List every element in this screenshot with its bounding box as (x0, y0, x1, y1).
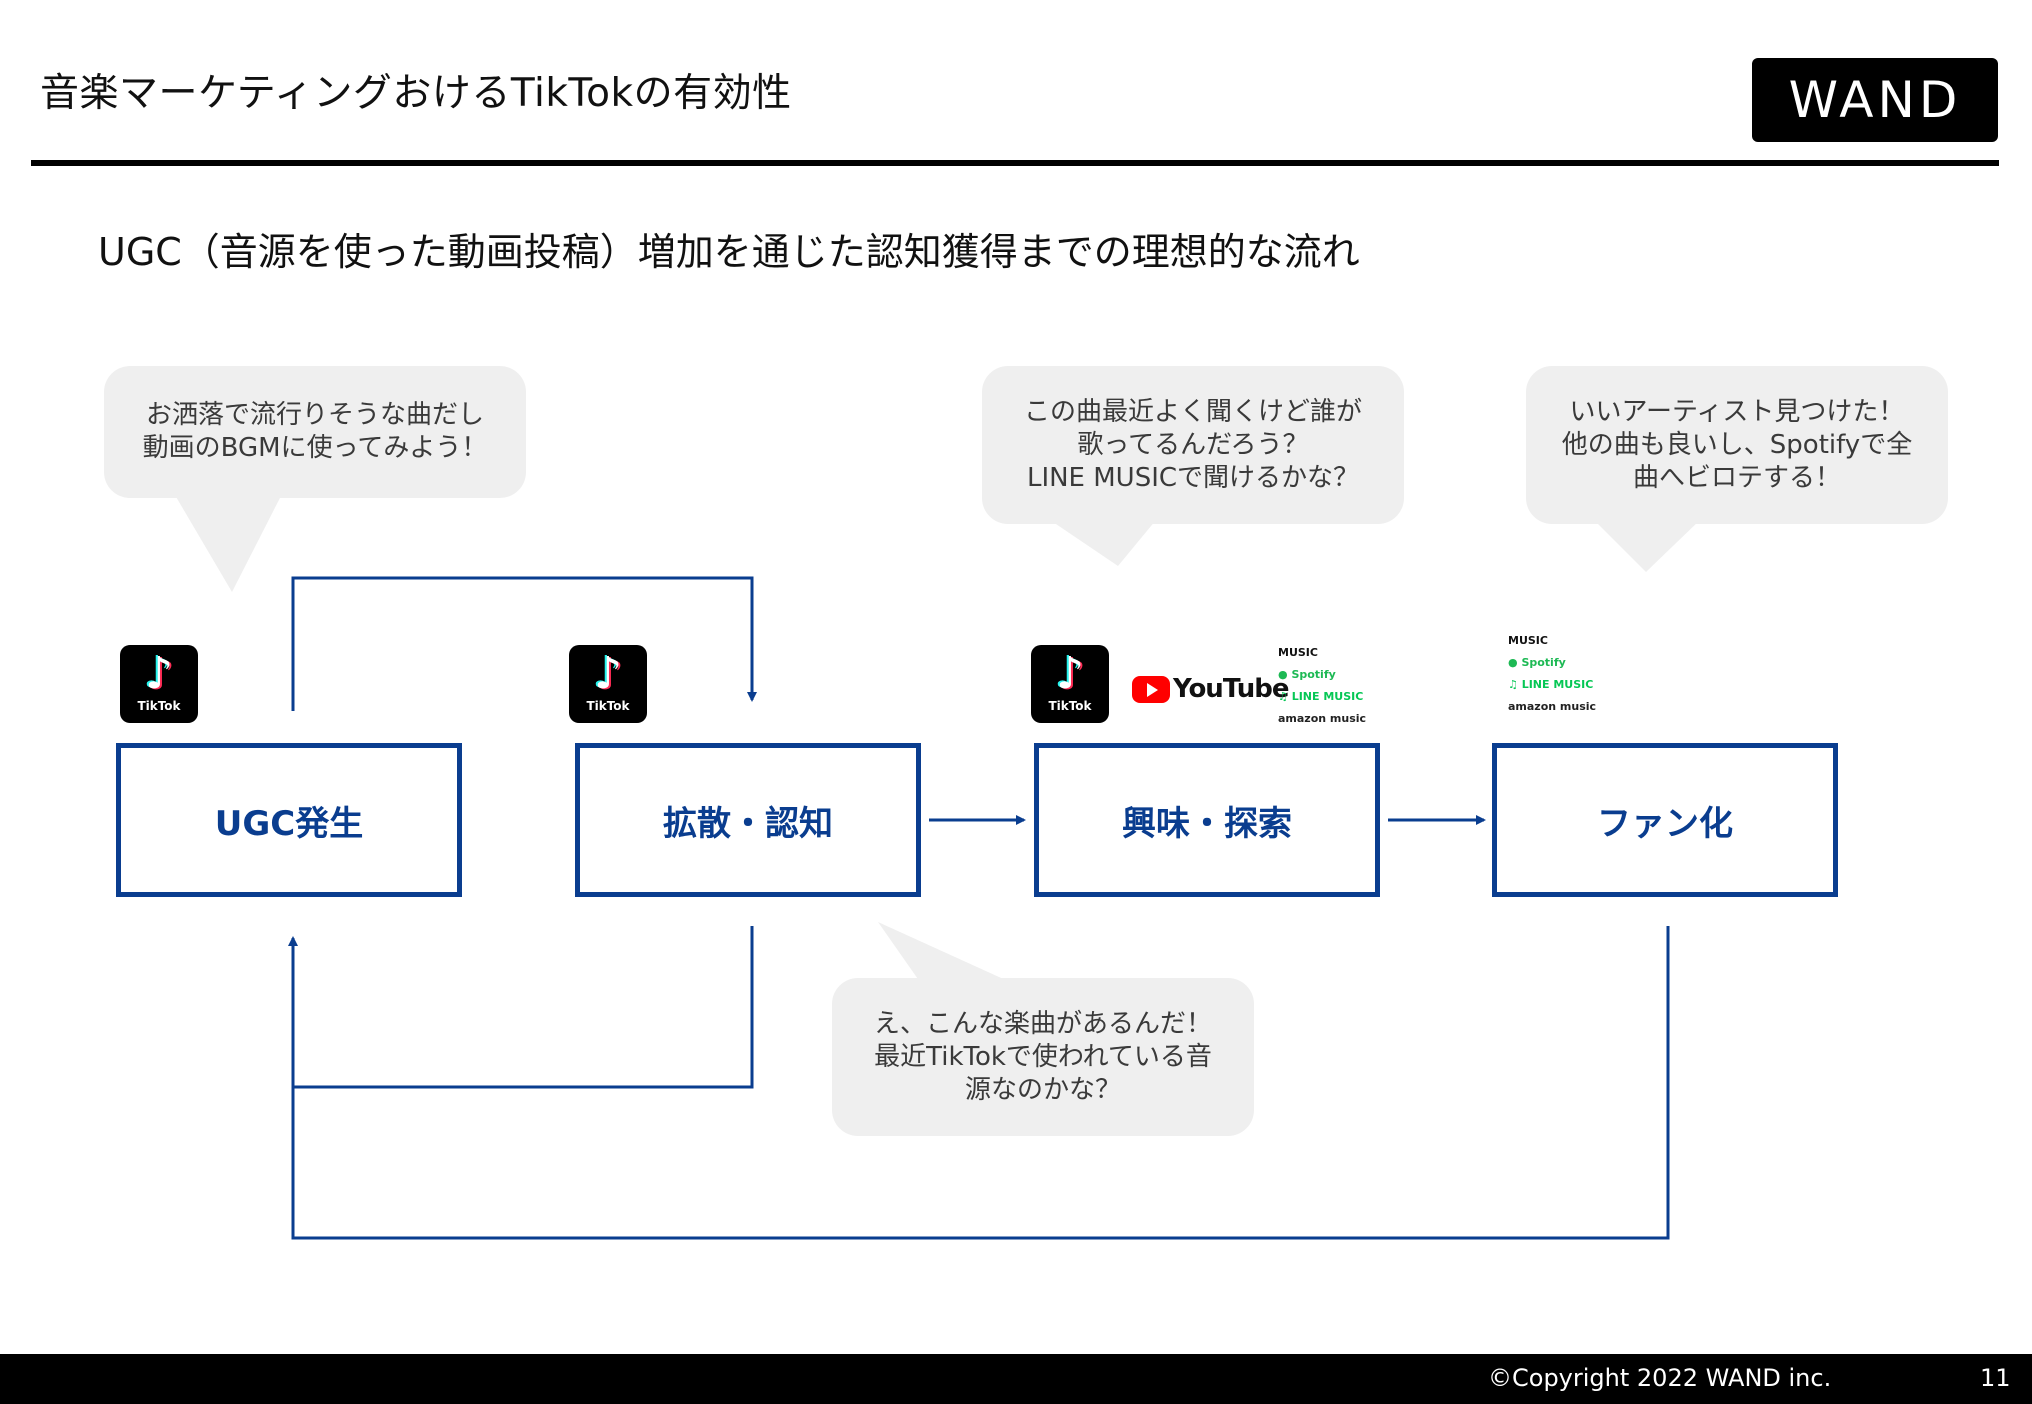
stage-awareness: 拡散・認知 (575, 743, 921, 897)
spotify-logo: ● Spotify (1508, 656, 1566, 669)
header-divider (31, 160, 1999, 166)
line-music-logo: ♫ LINE MUSIC (1278, 690, 1364, 703)
arrow-fan-to-ugc (288, 926, 1670, 1240)
youtube-play-icon (1132, 675, 1170, 703)
page-number: 11 (1980, 1364, 2011, 1392)
tiktok-icon: ♪TikTok (1031, 645, 1109, 723)
stage-ugc: UGC発生 (116, 743, 462, 897)
speech-bubble-ugc: お洒落で流行りそうな曲だし 動画のBGMに使ってみよう！ (104, 366, 526, 498)
line-music-logo: ♫ LINE MUSIC (1508, 678, 1594, 691)
copyright-text: ©Copyright 2022 WAND inc. (1488, 1364, 1832, 1392)
stage-fan: ファン化 (1492, 743, 1838, 897)
spotify-logo: ● Spotify (1278, 668, 1336, 681)
speech-bubble-interest: この曲最近よく聞くけど誰が 歌ってるんだろう？ LINE MUSICで聞けるかな… (982, 366, 1404, 524)
amazon-music-logo: amazon music (1508, 700, 1597, 713)
slide-subtitle: UGC（音源を使った動画投稿）増加を通じた認知獲得までの理想的な流れ (98, 230, 1360, 274)
arrow-awareness-to-ugc (293, 926, 754, 1089)
tiktok-icon: ♪TikTok (120, 645, 198, 723)
page-title: 音楽マーケティングおけるTikTokの有効性 (40, 71, 792, 116)
speech-bubble-fan: いいアーティスト見つけた！ 他の曲も良いし、Spotifyで全 曲へビロテする！ (1526, 366, 1948, 524)
footer-bar (0, 1354, 2032, 1404)
speech-bubble-awareness: え、こんな楽曲があるんだ！ 最近TikTokで使われている音 源なのかな？ (832, 978, 1254, 1136)
tiktok-icon: ♪TikTok (569, 645, 647, 723)
wand-logo: WAND (1752, 58, 1998, 142)
apple-music-logo: MUSIC (1278, 646, 1318, 659)
apple-music-logo: MUSIC (1508, 634, 1548, 647)
music-services-logos: MUSIC ● Spotify ♫ LINE MUSIC amazon musi… (1508, 630, 1596, 718)
stage-interest: 興味・探索 (1034, 743, 1380, 897)
youtube-logo: YouTube (1132, 674, 1289, 704)
amazon-music-logo: amazon music (1278, 712, 1367, 725)
arrow-ugc-to-awareness (291, 576, 757, 711)
music-services-logos: MUSIC ● Spotify ♫ LINE MUSIC amazon musi… (1278, 642, 1366, 730)
